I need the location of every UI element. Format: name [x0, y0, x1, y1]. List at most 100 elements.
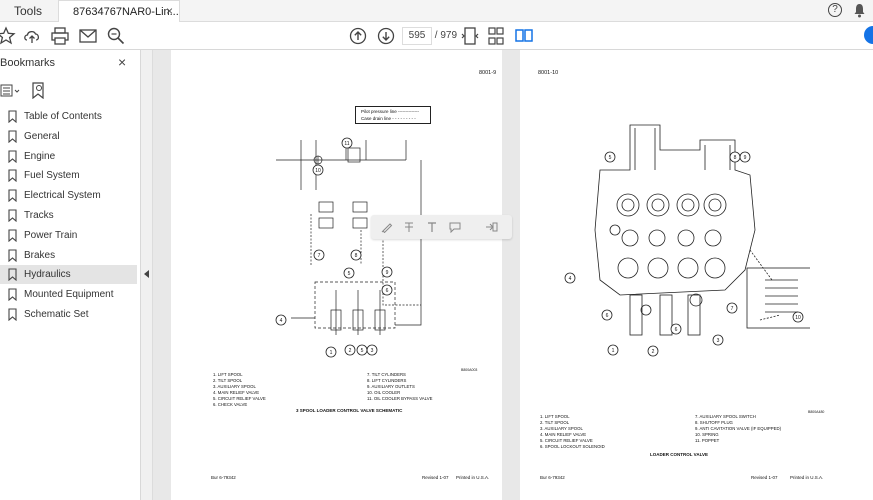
scroll-mode-icon[interactable] — [486, 26, 506, 46]
bookmark-item[interactable]: Table of Contents — [0, 107, 137, 126]
tab-document[interactable]: 87634767NAR0-Lin... × — [58, 0, 180, 22]
bookmark-item[interactable]: Engine — [0, 147, 137, 166]
legend-entry: 9. ANTI CAVITATION VALVE (IF EQUIPPED) — [695, 426, 782, 431]
next-page-icon[interactable] — [376, 26, 396, 46]
bookmark-item[interactable]: Power Train — [0, 226, 137, 245]
callout-11: 11 — [344, 141, 349, 147]
bookmark-label: Table of Contents — [24, 111, 102, 122]
figure-caption: 3 SPOOL LOADER CONTROL VALVE SCHEMATIC — [296, 408, 403, 413]
bell-icon[interactable] — [853, 3, 866, 18]
callout-5: 5 — [348, 271, 351, 277]
bookmark-icon — [8, 169, 17, 183]
callout-10: 10 — [795, 315, 801, 321]
page-separator: / — [434, 30, 438, 41]
line-legend-box: Pilot pressure line -------------- Case … — [355, 106, 431, 124]
bookmark-icon — [8, 189, 17, 203]
footer-doc-number: Bur 6-79342 — [211, 475, 236, 480]
legend-entry: 10. OIL COOLER — [367, 390, 401, 395]
add-bookmark-icon[interactable] — [31, 82, 45, 99]
legend-entry: 6. CHECK VALVE — [213, 402, 248, 407]
bookmark-label: Schematic Set — [24, 309, 89, 320]
legend-entry: 2. TILT SPOOL — [540, 420, 570, 425]
callout-3: 3 — [717, 338, 720, 344]
highlight-icon[interactable] — [381, 221, 393, 233]
panel-collapse-handle[interactable] — [141, 50, 153, 500]
bookmark-icon — [8, 209, 17, 222]
footer-doc-number: Bur 6-79342 — [540, 475, 565, 480]
bookmark-item[interactable]: Hydraulics — [0, 265, 137, 285]
bookmark-label: General — [24, 130, 60, 142]
bookmark-item[interactable]: Tracks — [0, 206, 137, 225]
bookmark-label: Power Train — [24, 229, 78, 241]
callout-5b: 5 — [361, 348, 364, 354]
callout-7: 7 — [318, 253, 321, 259]
callout-2: 2 — [349, 348, 352, 354]
legend-entry: 2. TILT SPOOL — [213, 378, 243, 383]
strikethrough-icon[interactable] — [403, 221, 415, 233]
page-navigator: 595 / 979 — [402, 27, 457, 45]
pdf-page-left: 8001-9 Pilot pressure line -------------… — [171, 50, 502, 500]
close-panel-icon[interactable]: × — [118, 54, 127, 70]
options-menu-icon[interactable] — [0, 84, 22, 98]
page-number-input[interactable]: 595 — [402, 27, 432, 45]
bookmark-label: Fuel System — [24, 170, 80, 182]
previous-page-icon[interactable] — [348, 26, 368, 46]
footer-revision: Revised 1-07 — [422, 475, 449, 480]
more-tools-icon[interactable] — [484, 221, 498, 233]
callout-8: 8 — [734, 155, 737, 161]
email-icon[interactable] — [78, 26, 98, 46]
star-icon[interactable] — [0, 26, 16, 46]
callout-9: 9 — [744, 155, 747, 161]
bookmark-label: Tracks — [24, 210, 54, 221]
main-toolbar: 595 / 979 — [0, 22, 873, 50]
fit-page-icon[interactable] — [460, 26, 480, 46]
bookmark-item[interactable]: Brakes — [0, 246, 137, 265]
print-icon[interactable] — [50, 26, 70, 46]
document-viewer[interactable]: 8001-9 Pilot pressure line -------------… — [153, 50, 873, 500]
callout-1: 1 — [330, 350, 333, 356]
legend-entry: 3. AUXILIARY SPOOL — [213, 384, 256, 389]
bookmark-item[interactable]: Fuel System — [0, 166, 137, 185]
page-header: 8001-9 — [479, 70, 497, 76]
callout-9: 9 — [386, 270, 389, 276]
legend-entry: 6. SPOOL LOCKOUT SOLENOID — [540, 444, 605, 449]
legend-entry: 9. AUXILIARY OUTLETS — [367, 384, 415, 389]
bookmark-item[interactable]: Mounted Equipment — [0, 285, 137, 304]
collapse-arrow-icon — [144, 270, 149, 278]
callout-6: 6 — [386, 288, 389, 294]
callout-6: 6 — [606, 313, 609, 319]
callout-1: 1 — [612, 348, 615, 354]
bookmark-item[interactable]: Electrical System — [0, 186, 137, 205]
help-icon[interactable]: ? — [828, 3, 842, 17]
legend-entry: 11. OIL COOLER BYPASS VALVE — [367, 396, 433, 401]
callout-8: 8 — [355, 253, 358, 259]
bookmark-label: Electrical System — [24, 190, 101, 202]
two-page-view-icon[interactable] — [514, 26, 534, 46]
bookmark-item[interactable]: Schematic Set — [0, 305, 137, 324]
bookmark-item[interactable]: General — [0, 127, 137, 146]
callout-10: 10 — [315, 168, 321, 174]
legend-entry: 7. TILT CYLINDERS — [367, 372, 406, 377]
zoom-search-icon[interactable] — [106, 26, 126, 46]
footer-printed: Printed in U.S.A. — [790, 475, 824, 480]
bookmark-icon — [8, 229, 17, 242]
legend-entry: 4. MAIN RELIEF VALVE — [540, 432, 587, 437]
legend-entry: 8. SHUTOFF PLUG — [695, 420, 733, 425]
legend-entry: 8. LIFT CYLINDERS — [367, 378, 407, 383]
bookmark-icon — [8, 249, 17, 262]
callout-5: 5 — [609, 155, 612, 161]
tab-document-label: 87634767NAR0-Lin... — [73, 6, 179, 18]
bookmark-label: Mounted Equipment — [24, 289, 114, 301]
cloud-upload-icon[interactable] — [22, 26, 42, 46]
callout-7: 7 — [731, 306, 734, 312]
comment-icon[interactable] — [449, 221, 461, 233]
account-button[interactable] — [864, 26, 873, 44]
tab-tools[interactable]: Tools — [14, 4, 43, 18]
legend-entry: 10. SPRING — [695, 432, 719, 437]
bookmark-icon — [8, 110, 17, 123]
floating-quick-tools — [371, 215, 512, 239]
text-icon[interactable] — [426, 221, 438, 233]
close-tab-icon[interactable]: × — [165, 4, 173, 18]
